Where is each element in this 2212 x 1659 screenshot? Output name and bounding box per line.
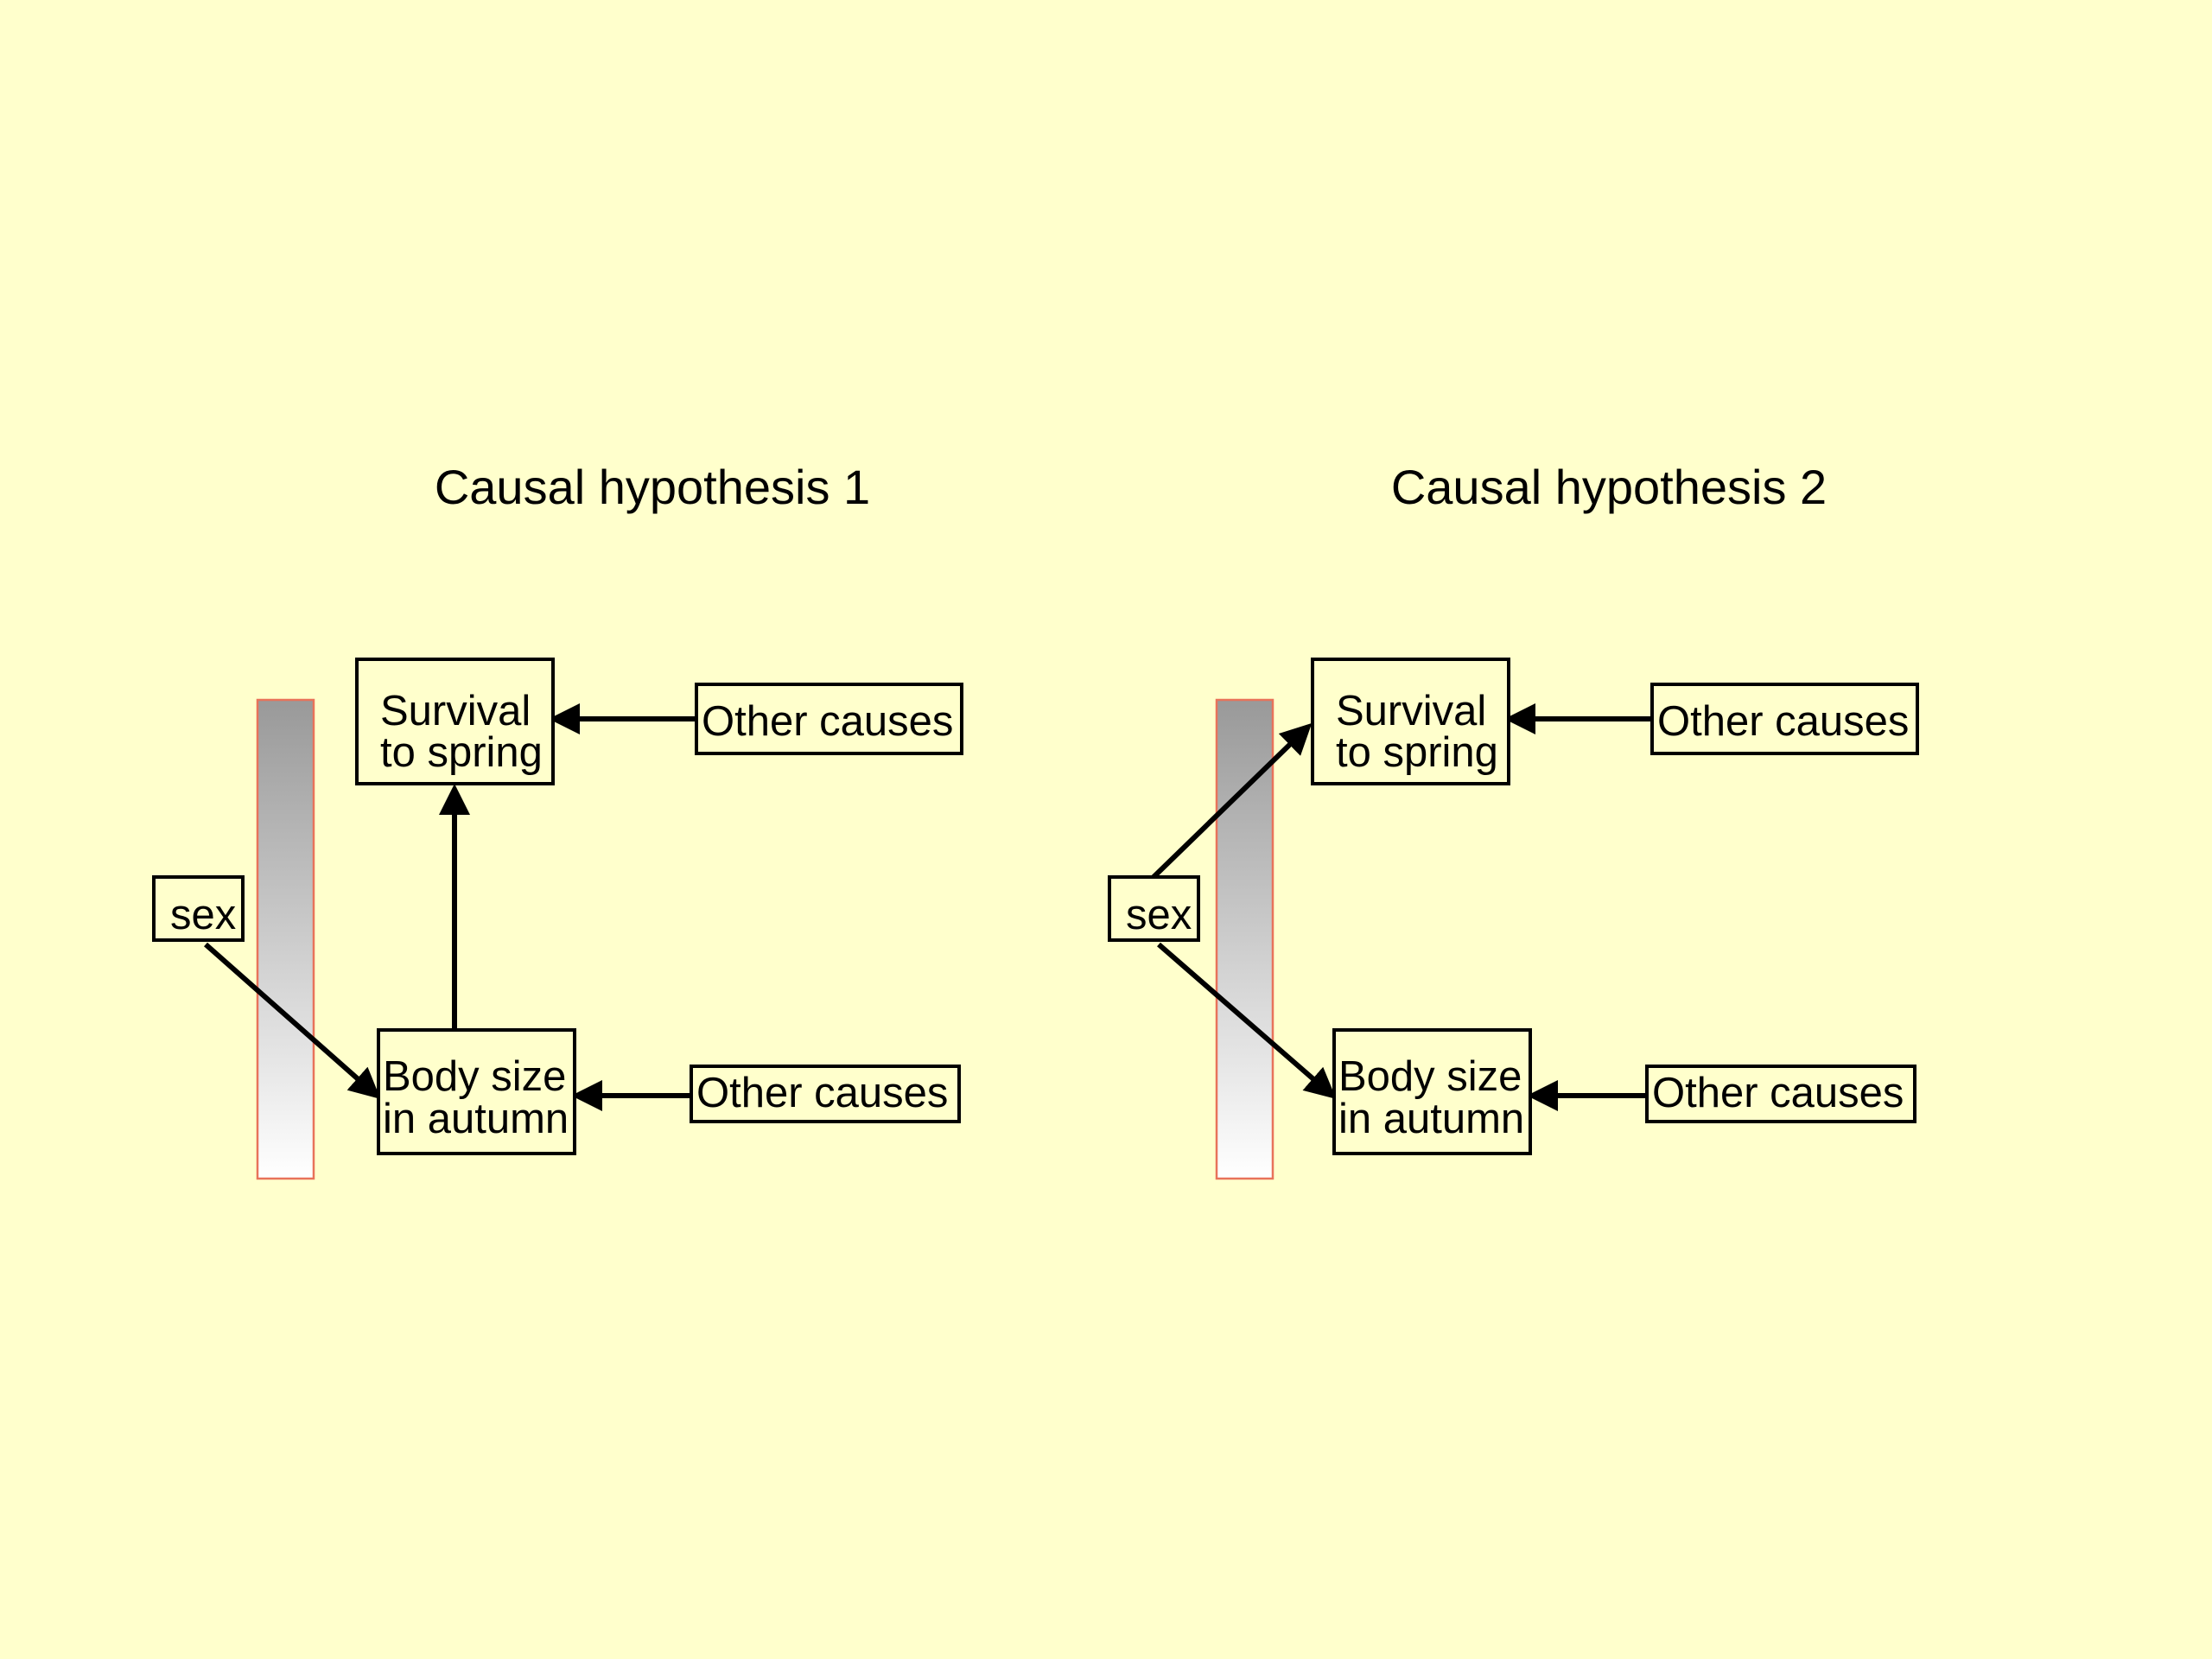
diagram-2-gradient-bar [1215,698,1274,1180]
diagram-2-body-size-line1: Body size [1338,1053,1522,1100]
diagram-1-edge-sex-to-body-size [204,942,381,1099]
diagram-2-title: Causal hypothesis 2 [1391,460,1827,514]
diagram-1-other-bottom-label: Other causes [696,1070,948,1116]
diagram-2-sex-label: sex [1126,892,1192,938]
diagram-1-body-size-line2: in autumn [383,1096,569,1142]
diagram-1-node-sex: sex [152,875,245,942]
diagram-1-survival-line1: Survival [380,688,531,734]
diagram-1: Causal hypothesis 1 Survival to spring O… [152,460,963,1180]
diagram-2-node-sex: sex [1108,875,1200,942]
diagram-2-node-other-top: Other causes [1650,683,1919,755]
diagram-2-edge-sex-to-survival [1151,722,1313,880]
diagram-1-gradient-bar [256,698,315,1180]
diagram-1-title: Causal hypothesis 1 [435,460,870,514]
diagram-1-sex-label: sex [170,892,236,938]
diagram-2-other-bottom-label: Other causes [1652,1070,1904,1116]
diagram-1-survival-line2: to spring [380,729,543,776]
diagram-2-survival-line1: Survival [1336,688,1486,734]
diagram-1-node-body-size: Body size in autumn [377,1028,576,1155]
diagram-1-node-other-top: Other causes [695,683,963,755]
diagram-2-other-top-label: Other causes [1657,698,1909,745]
diagram-2-edge-sex-to-body-size [1157,942,1337,1099]
diagram-1-node-other-bottom: Other causes [690,1065,961,1123]
diagram-1-other-top-label: Other causes [702,698,953,745]
diagram-2-node-survival: Survival to spring [1311,658,1510,785]
diagram-1-node-survival: Survival to spring [355,658,555,785]
diagram-2-body-size-line2: in autumn [1338,1096,1524,1142]
diagram-2-node-body-size: Body size in autumn [1332,1028,1532,1155]
diagram-2-survival-line2: to spring [1336,729,1498,776]
diagram-2: Causal hypothesis 2 Survival to spring O… [1108,460,1919,1180]
diagram-1-body-size-line1: Body size [383,1053,566,1100]
diagram-2-node-other-bottom: Other causes [1645,1065,1916,1123]
